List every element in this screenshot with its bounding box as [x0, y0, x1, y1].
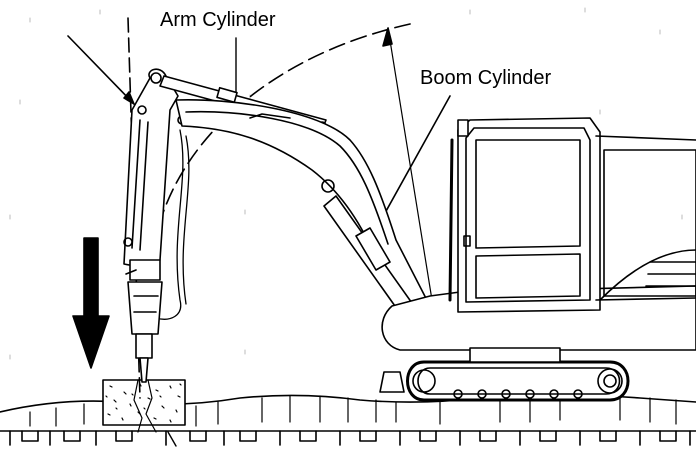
hydraulic-breaker: [125, 259, 163, 383]
arm-cylinder-label: Arm Cylinder: [160, 9, 276, 31]
down-arrow-icon: [72, 237, 110, 369]
hydraulic-hoses: [155, 129, 190, 320]
excavator-body: [381, 117, 696, 351]
leader-arrow: [67, 35, 135, 105]
concrete-block: [102, 379, 186, 447]
crawler-track: [379, 347, 630, 402]
swing-arc-arrow: [382, 27, 433, 301]
boom-cylinder-label: Boom Cylinder: [420, 67, 552, 89]
